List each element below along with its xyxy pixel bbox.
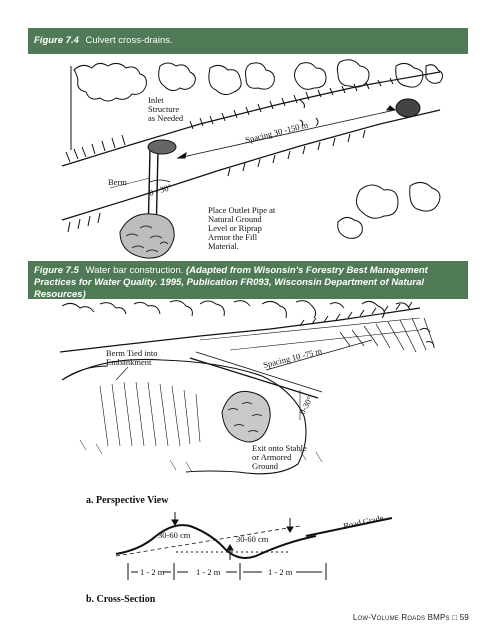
outlet-label: Material. xyxy=(208,241,239,251)
footer-separator: □ xyxy=(452,613,458,622)
inlet-label: Inlet xyxy=(148,95,164,105)
width-label: 1 - 2 m xyxy=(268,567,293,577)
figure-number: Figure 7.4 xyxy=(34,35,79,46)
perspective-view-title: a. Perspective View xyxy=(86,495,169,506)
cross-section-diagram xyxy=(115,512,393,580)
figure-number: Figure 7.5 xyxy=(34,265,79,276)
angle-label: 0 - 30° xyxy=(148,182,173,198)
figure-7-5-caption-bar: Figure 7.5 Water bar construction. (Adap… xyxy=(28,261,468,300)
tree-cluster xyxy=(208,64,242,96)
tree-cluster xyxy=(73,62,147,102)
tree-cluster xyxy=(158,62,196,92)
tree-cluster xyxy=(425,64,444,84)
spacing-label: Spacing 10 -75 m xyxy=(262,346,323,370)
depth-label: 30-60 cm xyxy=(158,530,191,540)
spacing-label: Spacing 30 -150 m xyxy=(244,120,309,145)
width-label: 1 - 2 m xyxy=(196,567,221,577)
inlet-label: as Needed xyxy=(148,113,184,123)
tree-cluster xyxy=(245,62,275,90)
page-footer: Low-Volume Roads BMPs □ 59 xyxy=(353,613,469,622)
outlet-label: Place Outlet Pipe at xyxy=(208,205,276,215)
figure-source: (Adapted from Wisonsin's Forestry Best M… xyxy=(34,265,428,300)
tree-cluster xyxy=(336,59,370,88)
angle-label: 0-30° xyxy=(297,394,315,415)
outlet-label: Armor the Fill xyxy=(208,232,258,242)
depth-label: 30-60 cm xyxy=(236,534,269,544)
figure-caption: Culvert cross-drains. xyxy=(85,35,173,46)
outlet-label: Level or Riprap xyxy=(208,223,262,233)
exit-label: Exit onto Stable xyxy=(252,443,307,453)
width-label: 1 - 2 m xyxy=(140,567,165,577)
tree-cluster xyxy=(395,62,424,88)
inlet-label: Structure xyxy=(148,104,179,114)
cross-section-title: b. Cross-Section xyxy=(86,594,156,605)
culvert-illustration xyxy=(61,59,444,259)
outlet-label: Natural Ground xyxy=(208,214,262,224)
exit-label: Ground xyxy=(252,461,279,471)
exit-label: or Armored xyxy=(252,452,292,462)
tree-cluster xyxy=(294,62,327,90)
figure-caption: Water bar construction. xyxy=(85,265,184,276)
berm-tied-label: Berm Tied into xyxy=(106,348,157,358)
berm-tied-label: Embankment xyxy=(106,357,152,367)
water-bar-illustration xyxy=(59,300,435,475)
footer-title: Low-Volume Roads BMPs xyxy=(352,613,450,622)
road-grade-label: Road Grade xyxy=(342,513,384,531)
berm-label: Berm xyxy=(108,177,127,187)
figure-7-4-caption-bar: Figure 7.4 Culvert cross-drains. xyxy=(28,28,468,54)
page-number: 59 xyxy=(459,613,469,622)
